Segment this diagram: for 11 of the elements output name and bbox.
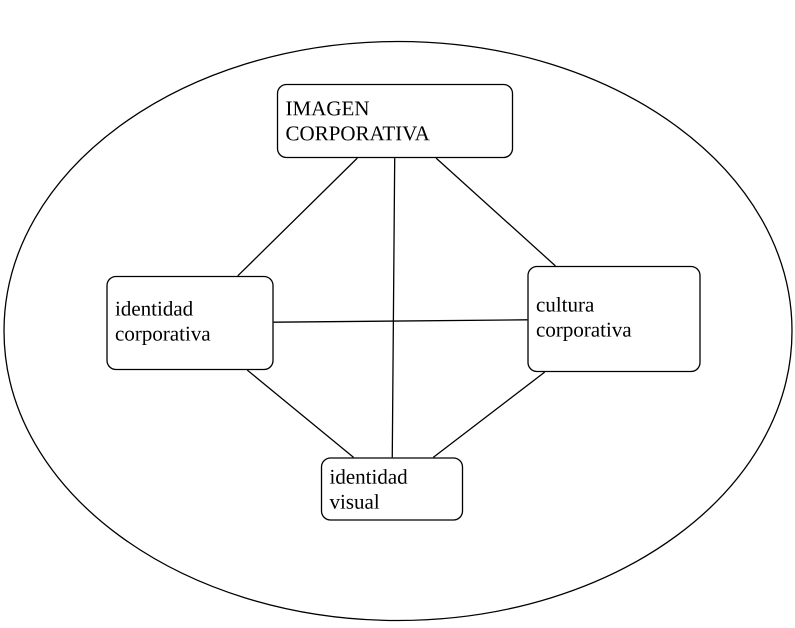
connector-line [274,319,528,323]
ellipse-outline [3,40,793,622]
concept-box: identidad corporativa [106,276,274,370]
concept-box: identidad visual [320,457,464,521]
connector-line [432,372,546,458]
concept-box: IMAGEN CORPORATIVA [276,84,514,158]
connector-line [246,370,354,458]
connector-line [392,158,396,458]
connector-line [436,158,556,266]
connector-line [237,158,358,276]
concept-box: cultura corporativa [527,266,701,372]
